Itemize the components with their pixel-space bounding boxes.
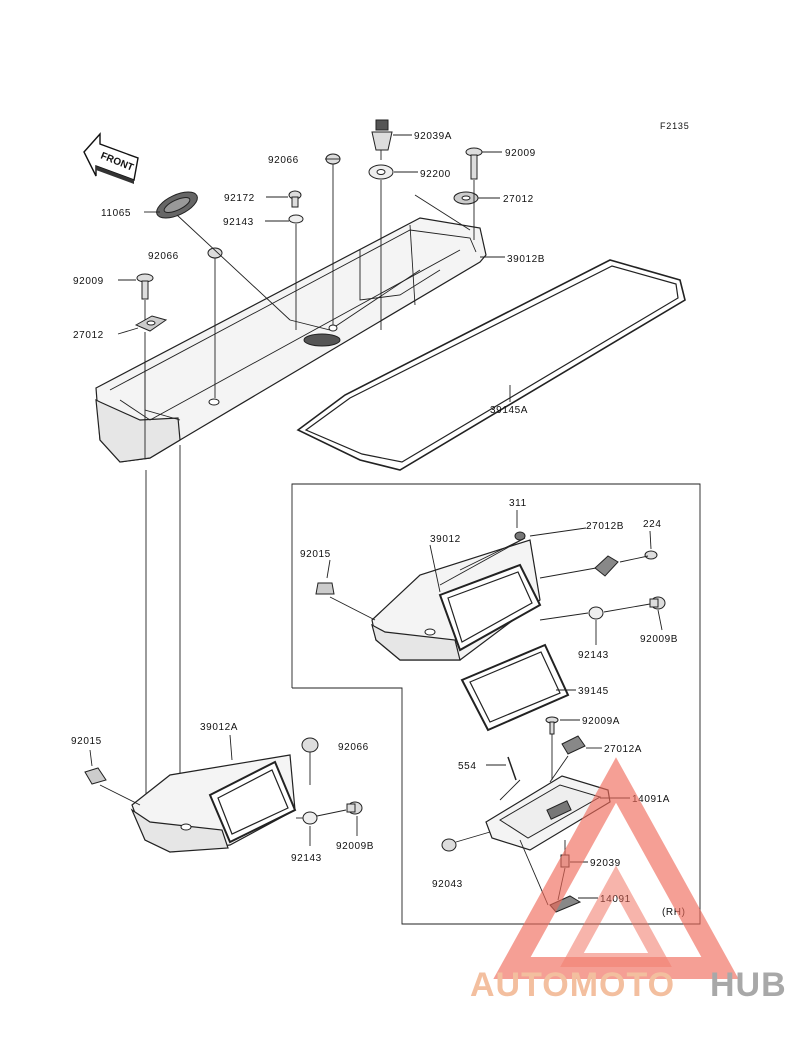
label-14091A: 14091A [632, 794, 670, 805]
label-27012-left: 27012 [73, 330, 104, 341]
part-labels: 92039A 92066 92009 92200 92172 27012 110… [71, 131, 686, 918]
cap-92066-low-icon [301, 737, 319, 753]
label-92009B-low: 92009B [336, 841, 374, 852]
label-554: 554 [458, 761, 477, 772]
label-39012: 39012 [430, 534, 461, 545]
label-39145A: 39145A [490, 405, 528, 416]
label-rh-note: (RH) [662, 907, 686, 918]
label-92143-low: 92143 [291, 853, 322, 864]
watermark-text-secondary: HUB [710, 966, 787, 1004]
label-92172: 92172 [224, 193, 255, 204]
watermark-logo-icon [493, 757, 739, 979]
label-224: 224 [643, 519, 662, 530]
washer-92143-low-icon [302, 811, 318, 825]
grip-92043-icon [441, 838, 457, 852]
label-92143-box: 92143 [578, 650, 609, 661]
label-92200: 92200 [420, 169, 451, 180]
label-92039A: 92039A [414, 131, 452, 142]
cap-92066-mid-icon [207, 247, 223, 259]
washer-92143-top-icon [288, 214, 304, 224]
bolt-92009-left-icon [136, 273, 154, 300]
upper-cover-drawing [95, 119, 686, 800]
clip-92015-box-icon [315, 582, 335, 595]
watermark-text-primary: AUTOMOTO [470, 966, 675, 1004]
label-92009-left: 92009 [73, 276, 104, 287]
inset-box-drawing [291, 483, 701, 925]
label-39145: 39145 [578, 686, 609, 697]
figure-code: F2135 [660, 121, 690, 131]
label-92143-top: 92143 [223, 217, 254, 228]
label-39012B: 39012B [507, 254, 545, 265]
hinge-27012A-icon [561, 735, 586, 755]
bolt-92009B-low-icon [346, 801, 363, 815]
watermark: AUTOMOTO HUB [470, 757, 787, 1004]
label-92009A: 92009A [582, 716, 620, 727]
grommet-27012-left-icon [134, 315, 168, 332]
washer-92200-icon [368, 164, 394, 180]
lower-cover-drawing [84, 734, 363, 853]
bolt-92009-top-icon [465, 147, 483, 180]
bolt-92009B-box-icon [649, 596, 666, 610]
label-92009B-box: 92009B [640, 634, 678, 645]
clip-92015-low-icon [84, 767, 107, 785]
label-39012A: 39012A [200, 722, 238, 733]
label-92015-box: 92015 [300, 549, 331, 560]
washer-92143-box-icon [588, 606, 604, 620]
label-92043: 92043 [432, 879, 463, 890]
label-311: 311 [509, 498, 527, 509]
screw-92172-icon [288, 190, 302, 208]
label-14091: 14091 [600, 894, 631, 905]
label-92009-top: 92009 [505, 148, 536, 159]
label-27012A: 27012A [604, 744, 642, 755]
label-27012-top: 27012 [503, 194, 534, 205]
label-11065: 11065 [101, 208, 131, 219]
bolt-224-icon [644, 550, 658, 560]
grommet-27012-top-icon [453, 191, 479, 205]
pin-554-icon [507, 756, 517, 781]
screw-92009A-icon [545, 716, 559, 735]
hinge-27012B-icon [594, 555, 619, 577]
emblem-11065-icon [156, 191, 198, 219]
label-92066-top: 92066 [268, 155, 299, 166]
upper-leaders [117, 134, 511, 402]
label-92066-mid: 92066 [148, 251, 179, 262]
label-92015-low: 92015 [71, 736, 102, 747]
label-27012B: 27012B [586, 521, 624, 532]
clip-92039A-icon [371, 119, 393, 151]
label-92039: 92039 [590, 858, 621, 869]
label-92066-low: 92066 [338, 742, 369, 753]
front-arrow-icon: FRONT [83, 132, 139, 184]
